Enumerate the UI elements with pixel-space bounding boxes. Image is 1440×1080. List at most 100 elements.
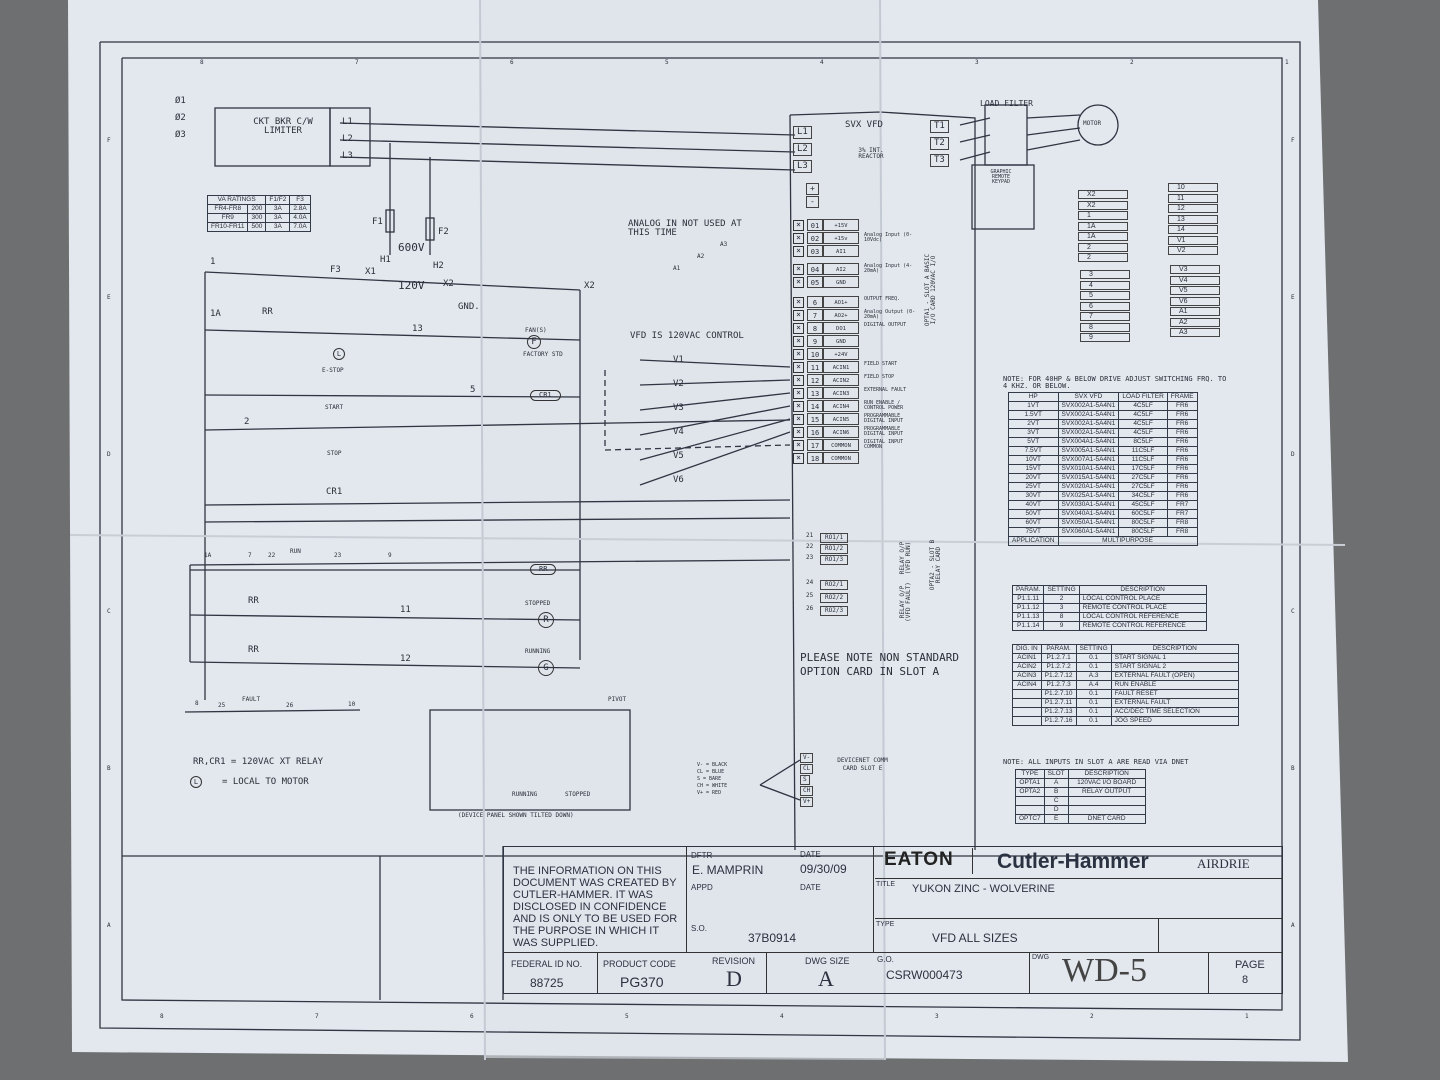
grid-ref-top: 4 <box>820 59 824 66</box>
line-l3: L3 <box>342 151 353 161</box>
terminal-block-point: X2 <box>1078 190 1128 199</box>
table-cell: FR6 <box>1166 401 1198 411</box>
table-cell: SVX060A1-5A4N1 <box>1057 527 1120 537</box>
grid-ref-left: B <box>107 765 111 772</box>
table-cell <box>1015 796 1045 806</box>
table-cell: 50VT <box>1008 509 1059 519</box>
devicenet-wire-color: CH = WHITE <box>697 783 728 789</box>
terminal-number: 18 <box>807 452 823 464</box>
node-5: 5 <box>470 385 476 395</box>
terminal-block-point: 10 <box>1168 183 1218 192</box>
terminal-block-point: 11 <box>1168 193 1218 203</box>
table-cell: 0.1 <box>1075 689 1112 699</box>
table-cell: 1VT <box>1008 401 1059 411</box>
run-term-23: 23 <box>334 552 342 559</box>
table-cell: SVX005A1-5A4N1 <box>1057 446 1120 456</box>
column-header: LOAD FILTER <box>1118 392 1168 402</box>
table-cell: 4C5LF <box>1118 428 1168 438</box>
table-cell: SVX002A1-5A4N1 <box>1057 410 1120 420</box>
terminal-block-point: A2 <box>1170 317 1220 327</box>
table-cell: 3A <box>265 222 291 232</box>
terminal-block-point: 14 <box>1168 225 1218 234</box>
node-1: 1 <box>210 257 216 267</box>
secondary-voltage: 120V <box>398 279 425 292</box>
grid-ref-right: F <box>1291 137 1295 144</box>
table-cell <box>1067 796 1146 806</box>
node-9: 9 <box>388 552 392 559</box>
terminal-number: 04 <box>807 263 823 275</box>
terminal-number: 15 <box>807 413 823 425</box>
table-cell: 45C5LF <box>1118 500 1168 510</box>
fuse-f3: F3 <box>330 265 341 275</box>
table-cell: P1.2.7.16 <box>1040 716 1077 726</box>
date2-label: DATE <box>800 883 821 892</box>
rr-no-contact: RR <box>248 645 259 655</box>
table-cell <box>1012 689 1042 699</box>
vfd-title: SVX VFD <box>845 120 883 130</box>
table-cell: ACIN3 <box>1012 671 1042 681</box>
table-cell: D <box>1043 805 1069 815</box>
grid-ref-bottom: 2 <box>1090 1013 1094 1020</box>
column-header: DESCRIPTION <box>1110 644 1239 654</box>
node-1a: 1A <box>210 309 221 319</box>
fuse-f2: F2 <box>438 227 449 237</box>
terminal-screw-icon: × <box>793 401 804 412</box>
table-cell: 120VAC I/O BOARD <box>1067 778 1146 788</box>
v-label: V1 <box>673 355 684 365</box>
terminal-description: PROGRAMMABLE DIGITAL INPUT <box>864 413 904 424</box>
table-cell: OPTA1 <box>1015 778 1045 788</box>
title-block <box>503 846 1283 994</box>
terminal-number: 16 <box>807 426 823 438</box>
table-cell: SVX020A1-5A4N1 <box>1057 482 1120 492</box>
v-label: V2 <box>673 379 684 389</box>
table-cell: P1.2.7.2 <box>1040 662 1077 672</box>
estop-label: E-STOP <box>322 367 344 374</box>
table-cell: 4C5LF <box>1118 401 1168 411</box>
table-cell: 2 <box>1043 594 1080 604</box>
table-cell: 0.1 <box>1075 698 1112 708</box>
table-cell: 8C5LF <box>1118 437 1168 447</box>
table-cell: JOG SPEED <box>1110 716 1239 726</box>
grid-ref-left: E <box>107 294 111 301</box>
node-12: 12 <box>400 654 411 664</box>
terminal-screw-icon: × <box>793 246 804 257</box>
grid-ref-right: B <box>1291 765 1295 772</box>
terminal-number: 9 <box>807 335 823 347</box>
table-cell: START SIGNAL 1 <box>1110 653 1239 663</box>
column-header: PARAM. <box>1040 644 1077 654</box>
terminal-function: ACIN6 <box>823 426 859 438</box>
application-value: MULTIPURPOSE <box>1057 536 1198 546</box>
grid-ref-top: 7 <box>355 59 359 66</box>
grid-ref-left: A <box>107 922 111 929</box>
date-label: DATE <box>800 850 821 859</box>
devicenet-wire-color: V+ = RED <box>697 790 722 796</box>
terminal-screw-icon: × <box>793 349 804 360</box>
terminal-description: Analog Input (0-10Vdc) <box>864 232 913 243</box>
reactor-label: 3% INT. REACTOR <box>858 147 884 160</box>
table-cell: SVX007A1-5A4N1 <box>1057 455 1120 465</box>
terminal-block-point: V6 <box>1170 296 1220 306</box>
slot-note: NOTE: ALL INPUTS IN SLOT A ARE READ VIA … <box>1003 758 1189 766</box>
table-cell: FR6 <box>1166 455 1198 465</box>
analog-note: ANALOG IN NOT USED AT THIS TIME <box>628 219 742 238</box>
table-cell: 60VT <box>1008 518 1059 528</box>
table-cell: 4C5LF <box>1118 410 1168 420</box>
terminal-number: 12 <box>807 374 823 386</box>
grid-ref-right: E <box>1291 294 1295 301</box>
terminal-function: GND <box>823 276 859 288</box>
local-note: = LOCAL TO MOTOR <box>222 777 309 787</box>
x1-label: X1 <box>365 267 376 277</box>
